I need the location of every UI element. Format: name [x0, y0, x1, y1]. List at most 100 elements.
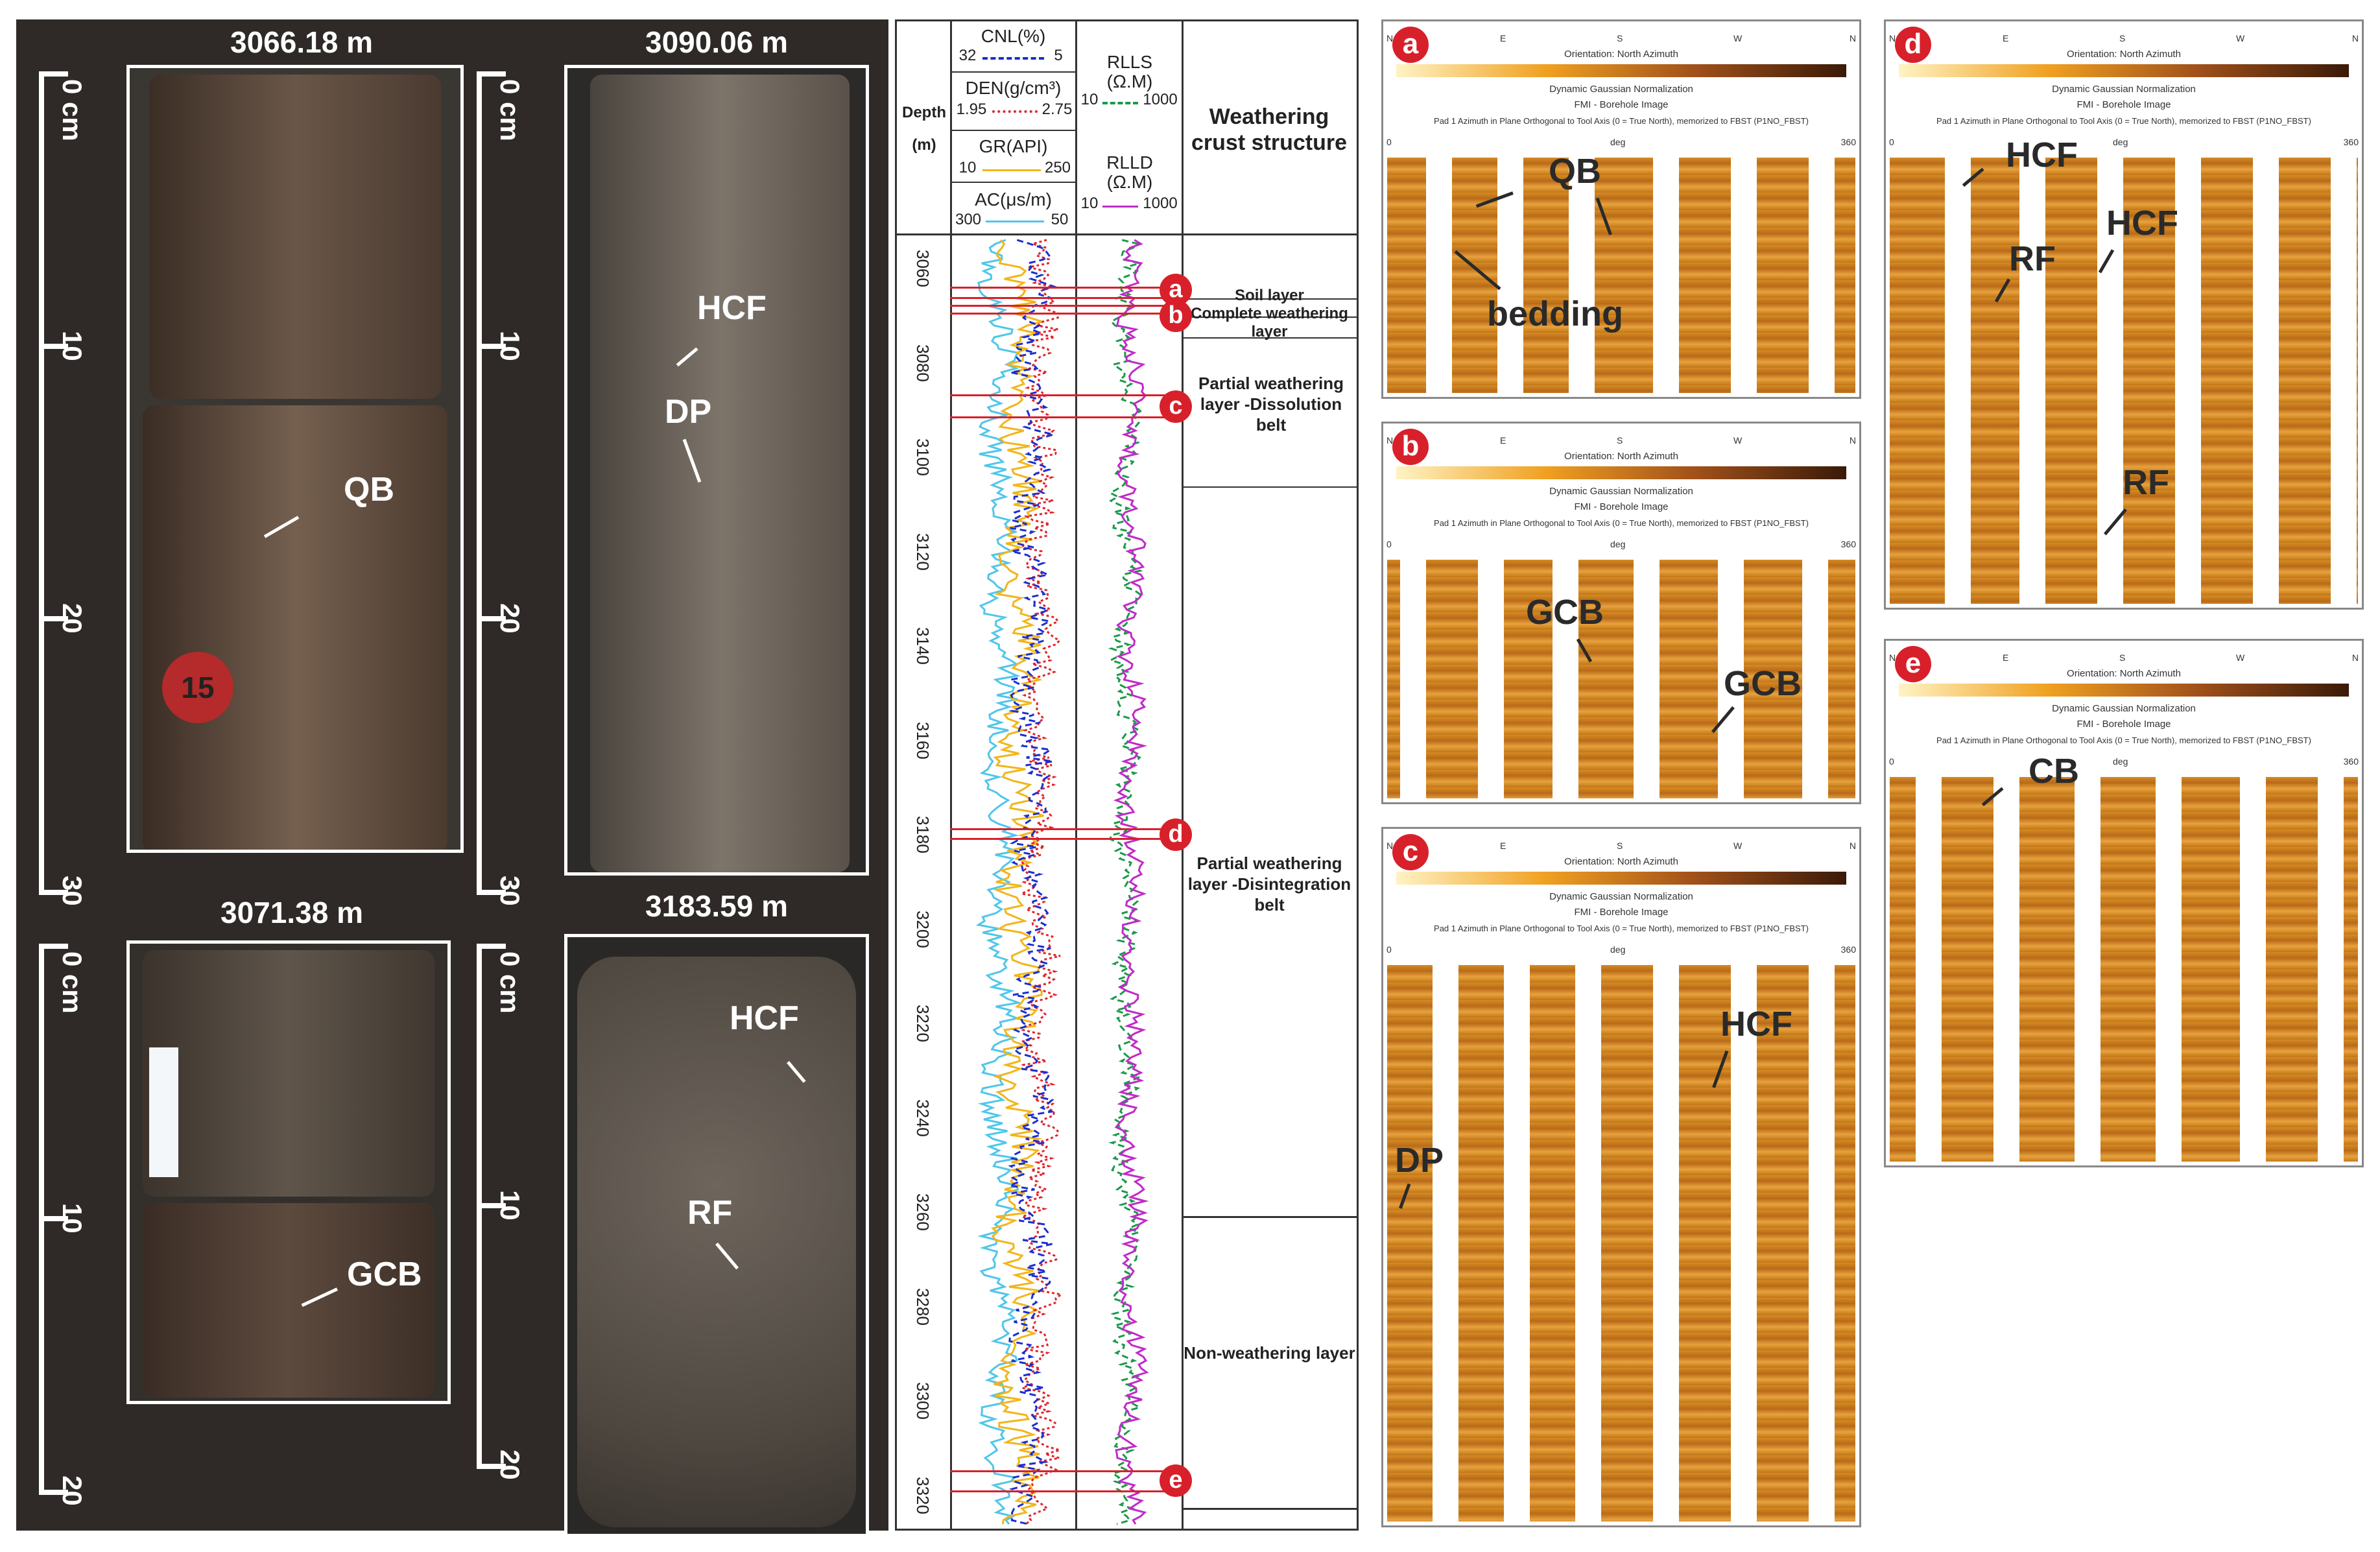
rlls-unit: (Ω.M) — [1106, 71, 1153, 91]
fmi-label-gcb: GCB — [1526, 593, 1604, 632]
panel-badge-a: a — [1392, 27, 1429, 63]
zone-complete: Complete weathering layer — [1191, 305, 1348, 340]
core-label-hcf: HCF — [697, 289, 767, 327]
core-photo-3183: HCF RF — [564, 934, 869, 1537]
depth-unit: (m) — [912, 136, 936, 154]
fmi-label-hcf: HCF — [1720, 1005, 1792, 1044]
zone-disintegration: Partial weathering layer -Disintegration… — [1187, 854, 1351, 914]
scale-mark: 0 cm — [57, 79, 88, 141]
den-curve — [1018, 239, 1064, 1525]
fmi-label-dp: DP — [1395, 1141, 1444, 1180]
well-log-panel: Depth (m) CNL(%) 32 5 DEN(g/cm³) 1.95 2.… — [895, 19, 1362, 1531]
panel-badge-d: d — [1895, 27, 1931, 63]
core-depth-title: 3090.06 m — [645, 25, 788, 59]
scale-mark: 10 — [495, 331, 525, 361]
ac-left: 300 — [955, 211, 982, 228]
scale-bar-bottom-left: 0 cm 10 20 — [39, 944, 91, 1506]
rlld-header: RLLD — [1106, 152, 1153, 173]
marker-b: b — [1160, 300, 1192, 332]
gr-left: 10 — [958, 159, 977, 176]
rlls-curve — [1108, 239, 1143, 1525]
core-rock — [577, 957, 856, 1527]
scale-mark: 20 — [495, 603, 525, 634]
core-rock — [143, 1203, 434, 1398]
marker-d: d — [1160, 818, 1192, 851]
rlls-header: RLLS — [1106, 52, 1153, 72]
fmi-image — [1387, 965, 1855, 1522]
core-tag — [149, 1047, 178, 1177]
fmi-label-hcf: HCF — [2006, 136, 2078, 174]
scale-mark: 20 — [57, 1475, 88, 1506]
scale-mark: 0 cm — [57, 951, 88, 1014]
fmi-image — [1387, 158, 1855, 393]
core-label-qb: QB — [344, 471, 394, 508]
scale-bar-top-left: 0 cm 10 20 30 — [39, 71, 91, 906]
fmi-label-rf-2: RF — [2123, 463, 2169, 502]
cnl-curve — [1006, 239, 1058, 1525]
fmi-image — [1890, 777, 2358, 1162]
core-label-hcf: HCF — [730, 999, 799, 1037]
core-photo-3071: GCB — [126, 940, 451, 1404]
cnl-right: 5 — [1054, 47, 1063, 64]
ac-curve — [975, 239, 1023, 1525]
scale-mark: 0 cm — [495, 79, 525, 141]
scale-mark: 20 — [57, 603, 88, 634]
scale-mark: 10 — [495, 1190, 525, 1221]
den-right: 2.75 — [1041, 101, 1073, 118]
core-depth-title: 3066.18 m — [230, 25, 373, 59]
core-rock — [143, 950, 434, 1197]
panel-badge-c: c — [1392, 834, 1429, 870]
gr-right: 250 — [1044, 159, 1071, 176]
fmi-label-hcf-2: HCF — [2106, 204, 2178, 243]
scale-bar-bottom-right: 0 cm 10 20 — [477, 944, 529, 1495]
core-rock — [149, 75, 441, 399]
core-label-gcb: GCB — [347, 1256, 422, 1293]
rlld-unit: (Ω.M) — [1106, 172, 1153, 192]
rlld-curve — [1113, 239, 1149, 1525]
rlld-left: 10 — [1080, 195, 1099, 212]
fmi-label-gcb-2: GCB — [1724, 664, 1802, 703]
scale-bar-top-right: 0 cm 10 20 30 — [477, 71, 529, 906]
depth-header: Depth — [902, 104, 946, 121]
core-photo-3066: 15 QB — [126, 65, 464, 853]
core-depth-title: 3071.38 m — [220, 896, 363, 929]
core-rock — [590, 75, 850, 872]
fmi-image — [1387, 560, 1855, 798]
log-curves — [975, 239, 1149, 1525]
cnl-left: 32 — [958, 47, 977, 64]
rlls-left: 10 — [1080, 91, 1099, 108]
core-photo-3090: HCF DP — [564, 65, 869, 876]
scale-mark: 10 — [57, 1203, 88, 1234]
ac-right: 50 — [1051, 211, 1069, 228]
den-header: DEN(g/cm³) — [965, 78, 1062, 98]
scale-mark: 30 — [57, 876, 88, 906]
scale-mark: 0 cm — [495, 951, 525, 1014]
log-outer-frame — [895, 19, 1359, 1531]
den-left: 1.95 — [956, 101, 987, 118]
fmi-label-bedding: bedding — [1487, 294, 1623, 333]
scale-mark: 30 — [495, 876, 525, 906]
scale-mark: 20 — [495, 1450, 525, 1480]
marker-a: a — [1160, 274, 1192, 306]
core-depth-title: 3183.59 m — [645, 889, 788, 923]
panel-badge-b: b — [1392, 429, 1429, 465]
structure-header: Weathering crust structure — [1191, 104, 1347, 155]
rlld-right: 1000 — [1143, 195, 1178, 212]
marker-c: c — [1160, 390, 1192, 423]
core-label-rf: RF — [687, 1194, 733, 1232]
fmi-label-cb: CB — [2029, 752, 2079, 791]
core-label-dp: DP — [665, 393, 712, 431]
marker-e: e — [1160, 1464, 1192, 1497]
zone-dissolution: Partial weathering layer -Dissolution be… — [1198, 374, 1344, 435]
core-photo-panel: 0 cm 10 20 30 3066.18 m 15 QB 0 cm 10 20… — [16, 19, 888, 1537]
